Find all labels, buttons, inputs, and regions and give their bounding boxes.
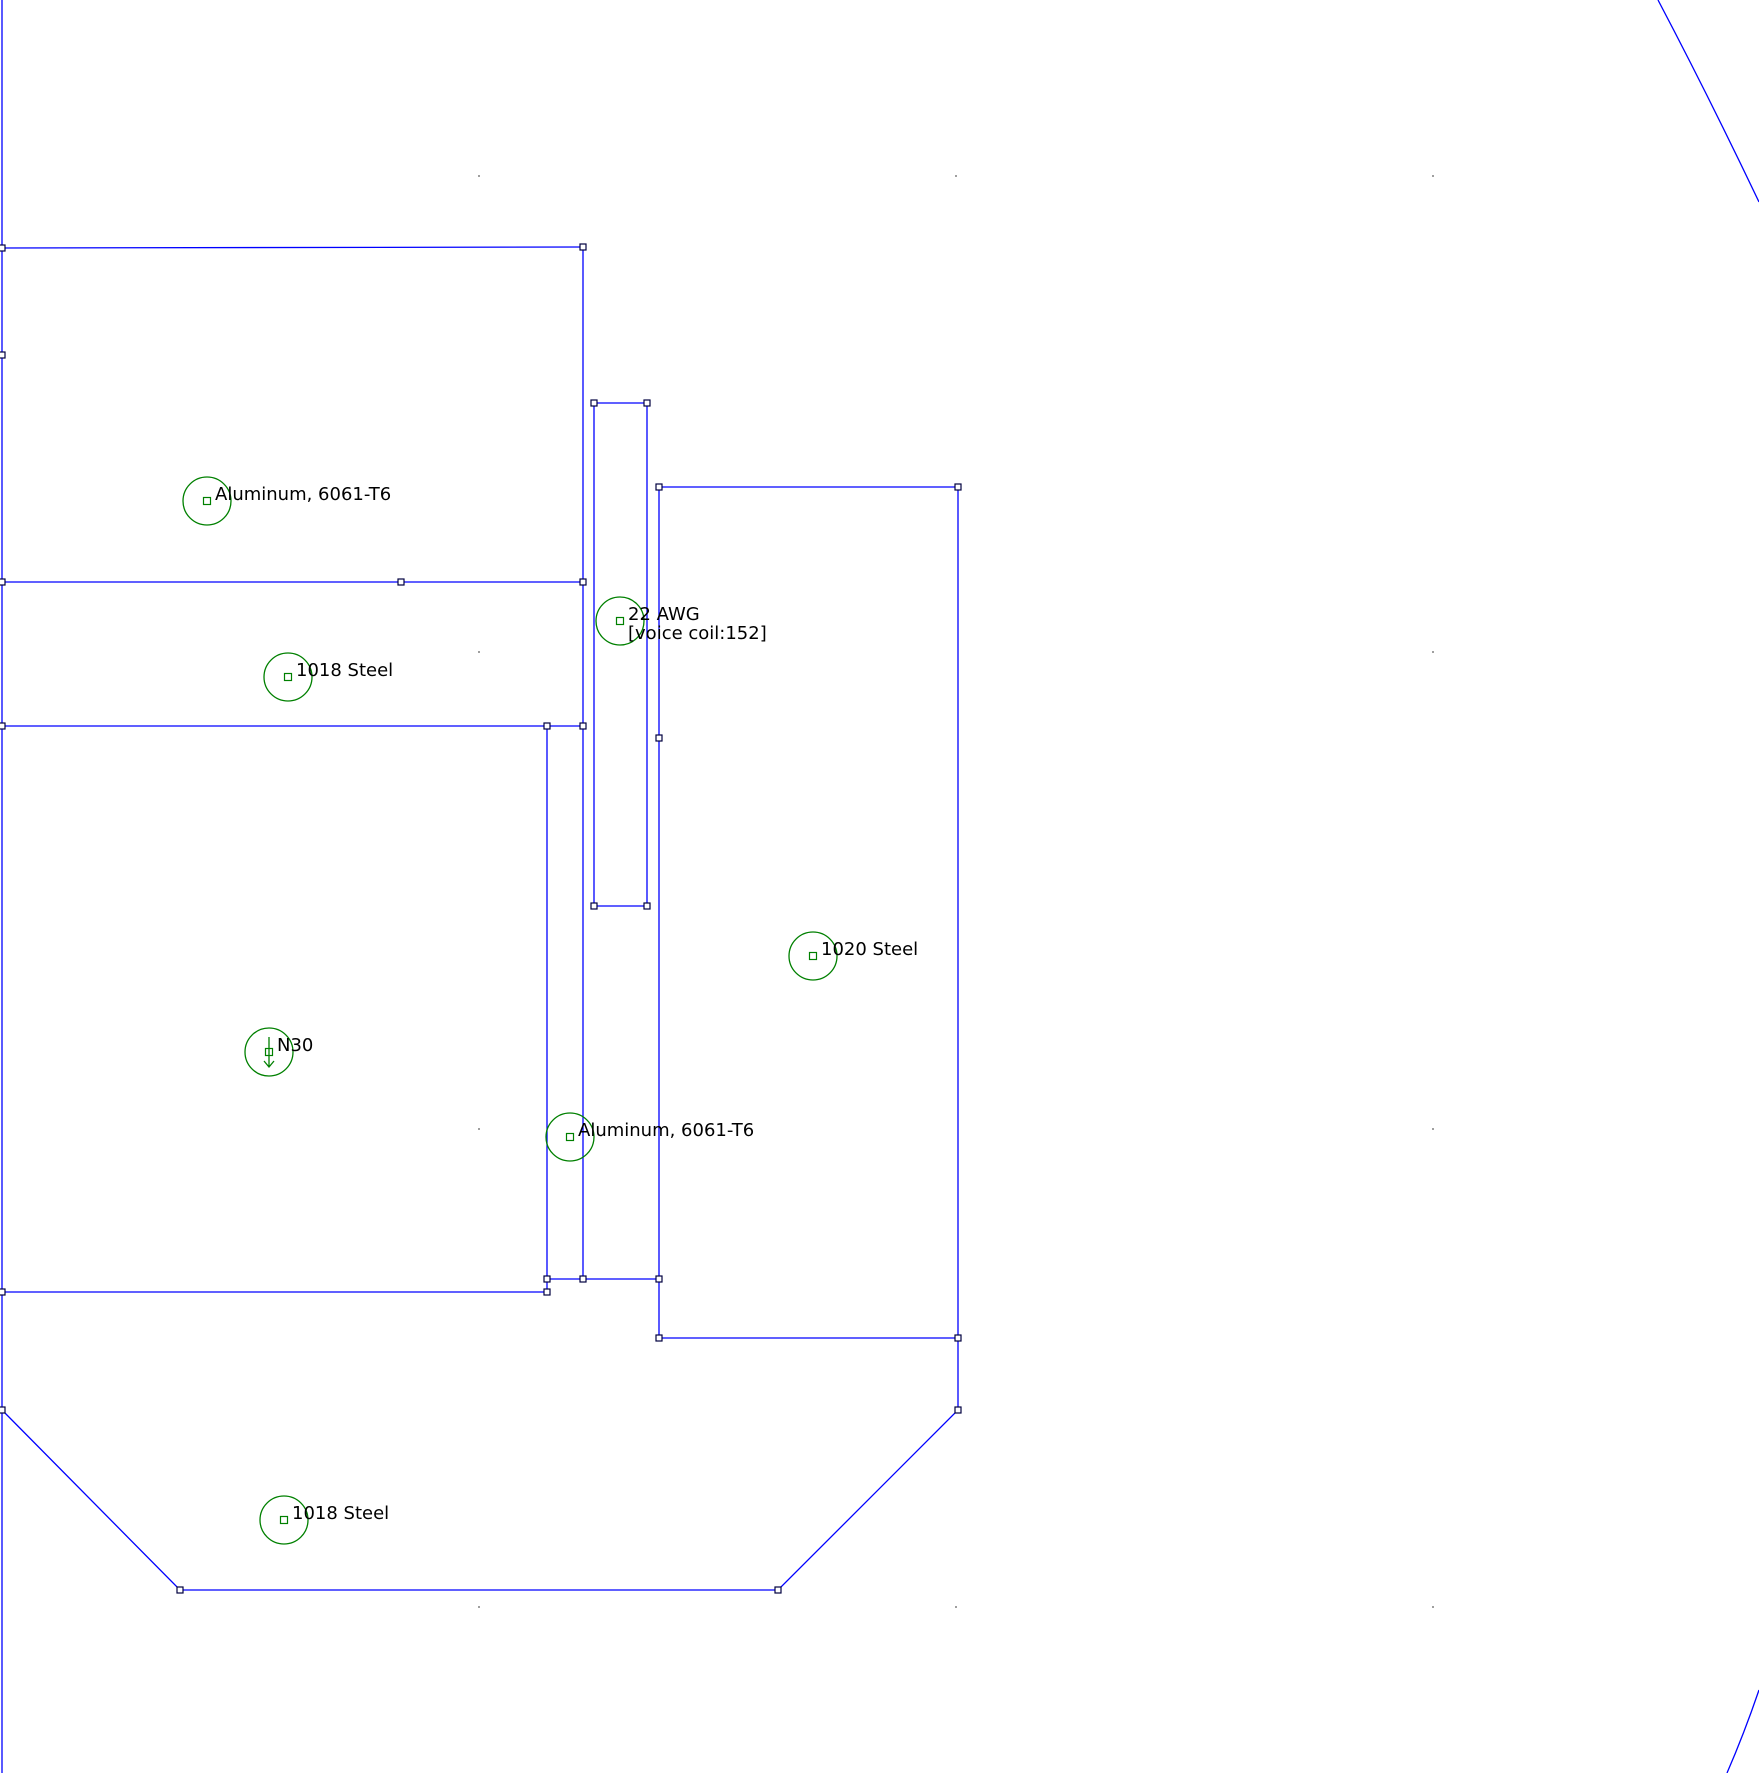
block-label-text: 1018 Steel bbox=[292, 1503, 389, 1524]
geometry-node[interactable] bbox=[954, 1406, 962, 1414]
block-label-marker bbox=[283, 672, 293, 682]
geometry-node[interactable] bbox=[774, 1586, 782, 1594]
block-label-circle bbox=[244, 1027, 294, 1077]
geometry-node[interactable] bbox=[579, 1275, 587, 1283]
geometry-node[interactable] bbox=[543, 722, 551, 730]
block-label-steel-1018-lower[interactable]: 1018 Steel bbox=[259, 1495, 389, 1545]
block-label-magnet-n30[interactable]: N30 bbox=[244, 1027, 313, 1077]
block-label-circle bbox=[788, 931, 838, 981]
grid-point bbox=[478, 1128, 480, 1130]
geometry-node[interactable] bbox=[579, 722, 587, 730]
geometry-node[interactable] bbox=[0, 578, 6, 586]
geometry-node[interactable] bbox=[655, 734, 663, 742]
block-label-circle bbox=[545, 1112, 595, 1162]
geometry-node[interactable] bbox=[655, 483, 663, 491]
block-label-circle bbox=[595, 596, 645, 646]
geometry-node[interactable] bbox=[543, 1288, 551, 1296]
block-label-text: Aluminum, 6061-T6 bbox=[578, 1120, 754, 1141]
geometry-node[interactable] bbox=[655, 1275, 663, 1283]
grid-point bbox=[478, 175, 480, 177]
block-label-circle bbox=[259, 1495, 309, 1545]
block-label-text: 1020 Steel bbox=[821, 939, 918, 960]
block-label-text: 1018 Steel bbox=[296, 660, 393, 681]
geometry-node[interactable] bbox=[954, 1334, 962, 1342]
geometry-node[interactable] bbox=[176, 1586, 184, 1594]
geometry-node[interactable] bbox=[0, 722, 6, 730]
block-label-marker bbox=[202, 496, 212, 506]
grid-point bbox=[1432, 1128, 1434, 1130]
block-labels: Aluminum, 6061-T6 1018 Steel 22 AWG[voice … bbox=[182, 476, 918, 1545]
block-label-marker bbox=[808, 951, 818, 961]
geometry-node[interactable] bbox=[643, 902, 651, 910]
block-label-marker bbox=[279, 1515, 289, 1525]
boundary-segment bbox=[1, 246, 584, 249]
grid-point bbox=[478, 1606, 480, 1608]
block-label-text: 22 AWG bbox=[628, 604, 700, 625]
block-label-steel-1018-upper[interactable]: 1018 Steel bbox=[263, 652, 393, 702]
geometry-node[interactable] bbox=[543, 1275, 551, 1283]
grid-point bbox=[1432, 175, 1434, 177]
outer-boundary-arc bbox=[1657, 0, 1759, 203]
boundary-segment bbox=[658, 486, 959, 1339]
block-label-circle bbox=[263, 652, 313, 702]
grid-points bbox=[478, 175, 1434, 1608]
grid-point bbox=[955, 175, 957, 177]
boundary-arcs bbox=[1657, 0, 1759, 1773]
geometry-nodes bbox=[0, 243, 962, 1594]
block-label-aluminum-gap[interactable]: Aluminum, 6061-T6 bbox=[545, 1112, 754, 1162]
block-label-marker bbox=[615, 616, 625, 626]
geometry-node[interactable] bbox=[579, 578, 587, 586]
block-label-aluminum-top[interactable]: Aluminum, 6061-T6 bbox=[182, 476, 391, 526]
geometry-segments bbox=[1, 0, 959, 1773]
block-label-text: Aluminum, 6061-T6 bbox=[215, 484, 391, 505]
grid-point bbox=[478, 651, 480, 653]
geometry-node[interactable] bbox=[579, 243, 587, 251]
block-label-voice-coil[interactable]: 22 AWG[voice coil:152] bbox=[595, 596, 767, 646]
magnetization-arrow-icon bbox=[263, 1037, 275, 1069]
grid-point bbox=[1432, 651, 1434, 653]
block-label-steel-1020[interactable]: 1020 Steel bbox=[788, 931, 918, 981]
geometry-node[interactable] bbox=[655, 1334, 663, 1342]
block-label-text: N30 bbox=[277, 1035, 313, 1056]
geometry-node[interactable] bbox=[0, 1288, 6, 1296]
geometry-node[interactable] bbox=[954, 483, 962, 491]
grid-point bbox=[955, 1606, 957, 1608]
geometry-node[interactable] bbox=[0, 244, 6, 252]
geometry-node[interactable] bbox=[643, 399, 651, 407]
block-label-text: [voice coil:152] bbox=[628, 623, 767, 644]
geometry-node[interactable] bbox=[397, 578, 405, 586]
geometry-node[interactable] bbox=[590, 399, 598, 407]
block-label-circle bbox=[182, 476, 232, 526]
block-label-marker bbox=[565, 1132, 575, 1142]
geometry-node[interactable] bbox=[0, 351, 6, 359]
boundary-segment bbox=[593, 402, 648, 907]
geometry-node[interactable] bbox=[0, 1406, 6, 1414]
boundary-segment bbox=[1, 1338, 959, 1591]
grid-point bbox=[1432, 1606, 1434, 1608]
geometry-node[interactable] bbox=[590, 902, 598, 910]
outer-boundary-arc bbox=[1726, 1689, 1759, 1773]
